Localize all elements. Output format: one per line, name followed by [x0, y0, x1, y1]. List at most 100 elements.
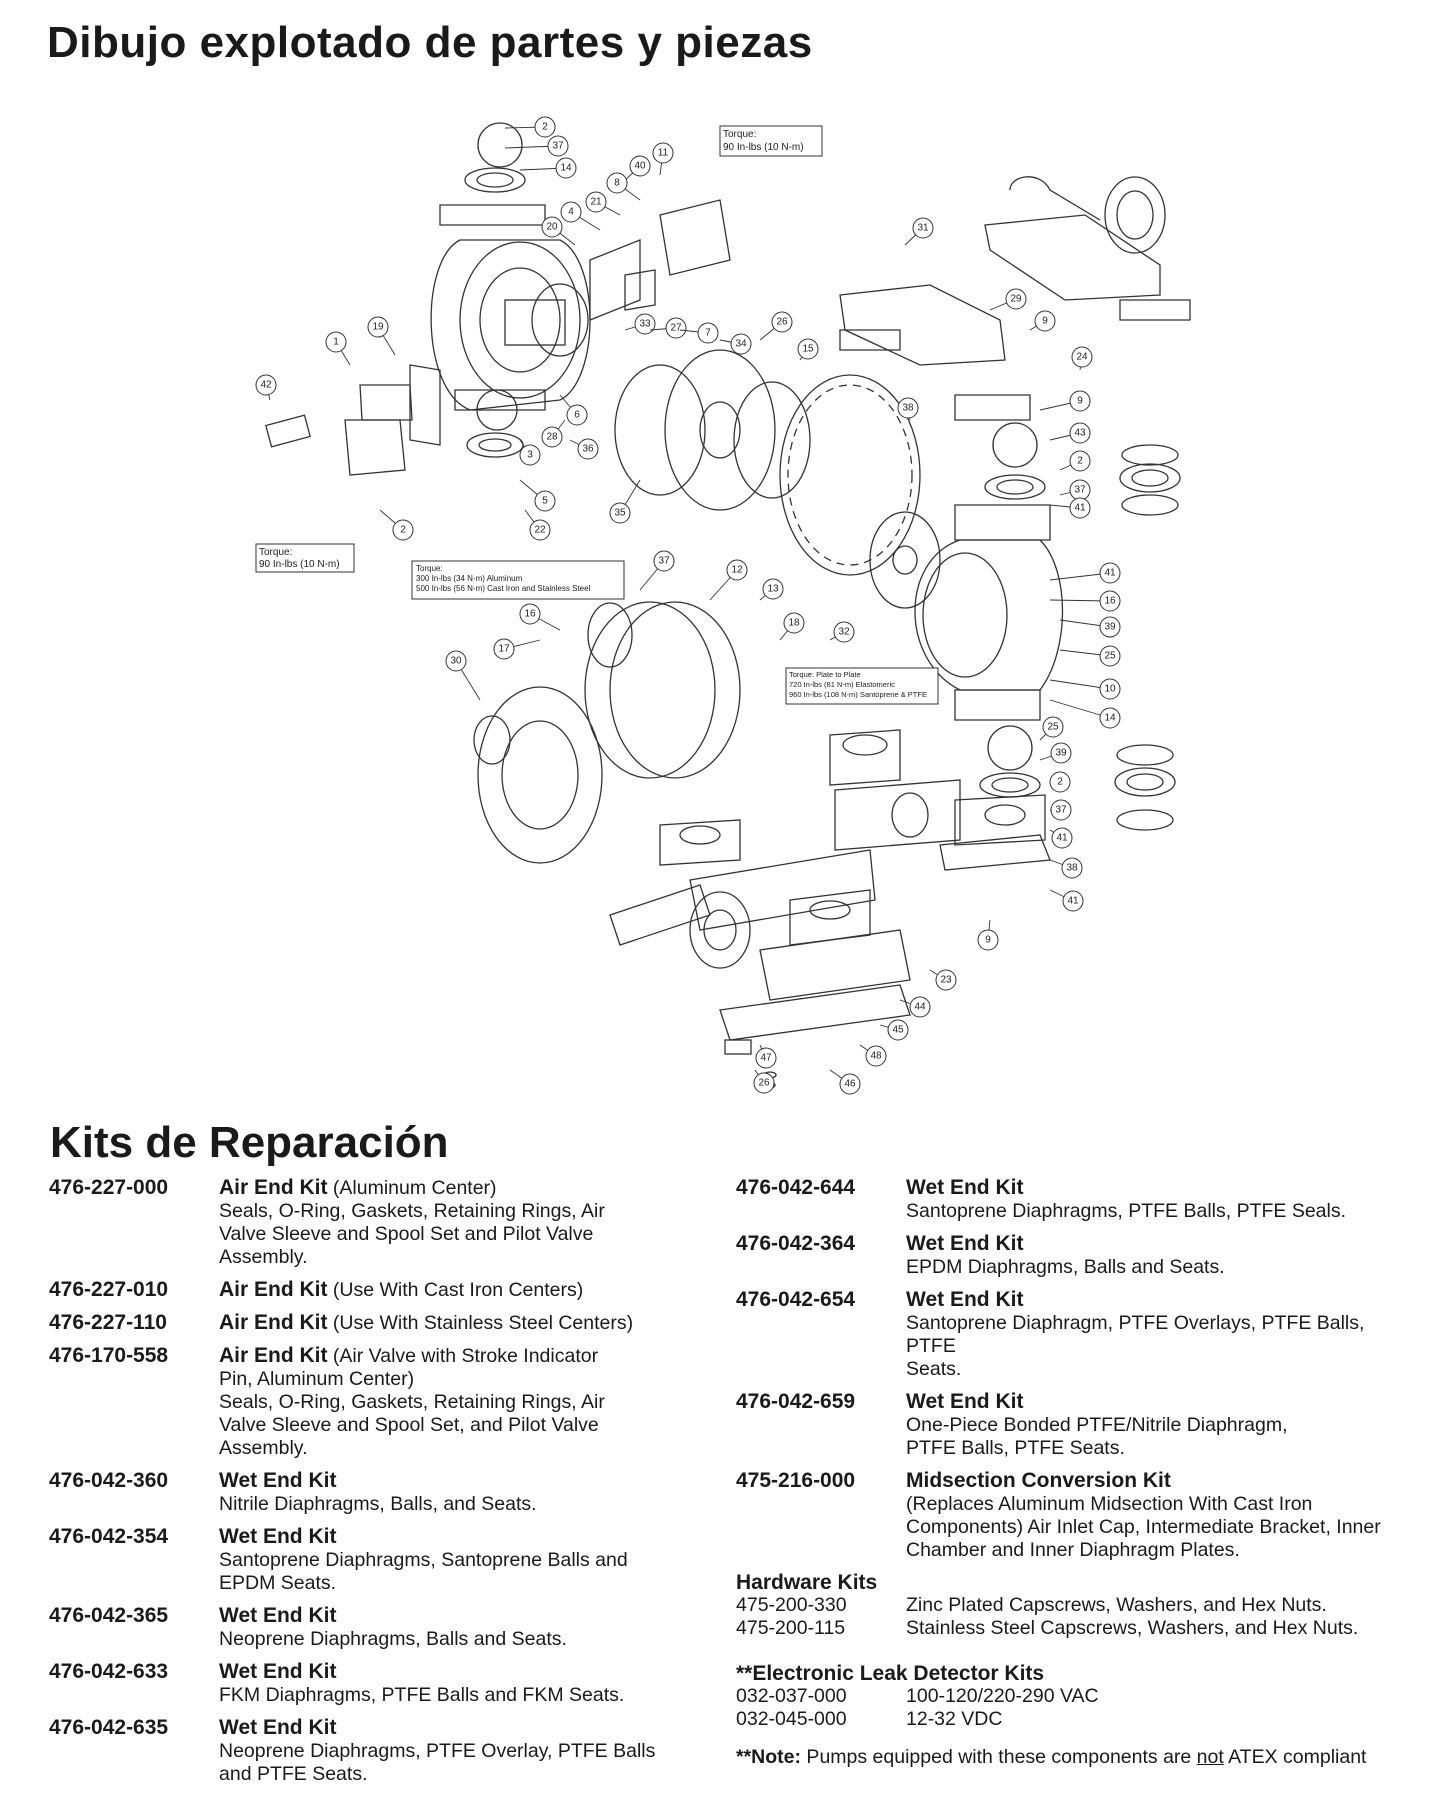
kit-name: Wet End Kit: [906, 1390, 1024, 1413]
callout-number: 16: [1104, 596, 1116, 607]
kit-part-number: 476-227-000: [49, 1176, 169, 1199]
callout-bubble: [585, 191, 607, 213]
callout-number: 4: [568, 207, 574, 218]
callout-bubble: [1061, 857, 1083, 879]
callout-bubble: [519, 444, 541, 466]
kit-name: Wet End Kit: [219, 1716, 337, 1739]
exploded-view-drawing: Torque: 90 In-lbs (10 N-m) Torque: 90 In…: [255, 116, 1191, 1095]
kit-description-line: One-Piece Bonded PTFE/Nitrile Diaphragm,: [906, 1414, 1288, 1436]
callout-bubble: [797, 338, 819, 360]
callout-number: 2: [1057, 777, 1063, 788]
callout-bubble: [534, 116, 556, 138]
callout-bubble: [534, 490, 556, 512]
kit-description-line: Chamber and Inner Diaphragm Plates.: [906, 1539, 1240, 1561]
callout-number: 35: [614, 508, 626, 519]
kit-description-line: Neoprene Diaphragms, Balls and Seats.: [219, 1628, 567, 1650]
kit-name: Air End Kit: [219, 1176, 328, 1199]
torque-box-3-line-1: Torque:: [416, 564, 443, 573]
kit-description-line: Neoprene Diaphragms, PTFE Overlay, PTFE …: [219, 1740, 656, 1762]
callout-number: 41: [1104, 568, 1116, 579]
callout-bubble: [1050, 799, 1072, 821]
kit-description-line: and PTFE Seats.: [219, 1763, 368, 1785]
callout-number: 48: [870, 1051, 882, 1062]
kit-description-line: EPDM Seats.: [219, 1572, 337, 1594]
kit-row-description: Stainless Steel Capscrews, Washers, and …: [906, 1617, 1359, 1639]
callout-number: 18: [788, 618, 800, 629]
callout-number: 26: [758, 1078, 770, 1089]
callout-bubble: [1071, 346, 1093, 368]
kit-heading: Air End Kit (Air Valve with Stroke Indic…: [219, 1344, 689, 1368]
callout-bubble: [1050, 742, 1072, 764]
callout-number: 16: [524, 609, 536, 620]
kit-part-number: 476-042-635: [49, 1716, 169, 1739]
kit-row-description: 100-120/220-290 VAC: [906, 1685, 1099, 1707]
callout-number: 24: [1076, 352, 1088, 363]
kit-description-line: EPDM Diaphragms, Balls and Seats.: [906, 1256, 1225, 1278]
note-text-before: Pumps equipped with these components are: [801, 1746, 1197, 1768]
torque-box-1-line-1: Torque:: [723, 129, 756, 140]
callout-bubble: [1099, 590, 1121, 612]
kit-description-line: Seats.: [906, 1358, 962, 1380]
callout-bubble: [1042, 716, 1064, 738]
kit-name: Air End Kit: [219, 1344, 328, 1367]
kit-name-suffix: (Aluminum Center): [327, 1177, 497, 1199]
callout-bubble: [634, 313, 656, 335]
callout-bubble: [547, 135, 569, 157]
callout-number: 6: [574, 410, 580, 421]
kit-name: Air End Kit: [219, 1278, 328, 1301]
kit-body: Air End Kit (Aluminum Center)Seals, O-Ri…: [219, 1176, 689, 1269]
callout-number: 1: [333, 337, 339, 348]
torque-box-1-line-2: 90 In-lbs (10 N-m): [723, 142, 804, 153]
drawing-lines: [265, 122, 1191, 1089]
kit-name: Wet End Kit: [906, 1288, 1024, 1311]
callout-number: 37: [1055, 805, 1067, 816]
leak-detector-section: **Electronic Leak Detector Kits 032-037-…: [736, 1662, 1416, 1731]
kit-heading: Wet End Kit: [219, 1716, 689, 1740]
callout-bubble: [1034, 310, 1056, 332]
callout-number: 11: [658, 148, 669, 159]
kit-body: Air End Kit (Air Valve with Stroke Indic…: [219, 1344, 689, 1460]
callout-bubble: [665, 317, 687, 339]
callout-bubble: [541, 426, 563, 448]
kit-description-line: Valve Sleeve and Spool Set and Pilot Val…: [219, 1223, 594, 1245]
kit-heading: Wet End Kit: [906, 1390, 1416, 1414]
torque-box-1: Torque: 90 In-lbs (10 N-m): [719, 125, 823, 157]
callout-bubble: [887, 1019, 909, 1041]
kit-name: Wet End Kit: [219, 1660, 337, 1683]
kit-part-number: 476-042-654: [736, 1288, 856, 1311]
kit-part-number: 476-042-644: [736, 1176, 856, 1199]
kit-description-line: Santoprene Diaphragm, PTFE Overlays, PTF…: [906, 1312, 1365, 1357]
kit-row-part-number: 475-200-115: [736, 1617, 846, 1639]
callout-bubble: [935, 969, 957, 991]
kit-row-part-number: 032-037-000: [736, 1685, 847, 1707]
torque-box-2: Torque: 90 In-lbs (10 N-m): [255, 543, 355, 573]
kit-row-description: 12-32 VDC: [906, 1708, 1003, 1730]
kit-description-line: Nitrile Diaphragms, Balls, and Seats.: [219, 1493, 537, 1515]
callout-bubble: [566, 404, 588, 426]
callout-number: 7: [705, 328, 711, 339]
callout-number: 2: [1077, 456, 1083, 467]
callout-number: 25: [1047, 722, 1059, 733]
kit-name: Wet End Kit: [219, 1525, 337, 1548]
callout-bubble: [783, 612, 805, 634]
kit-heading: Wet End Kit: [906, 1232, 1416, 1256]
callout-bubble: [1099, 707, 1121, 729]
kit-part-number: 476-042-360: [49, 1469, 169, 1492]
torque-box-2-line-1: Torque:: [259, 547, 292, 558]
kit-row-description: Zinc Plated Capscrews, Washers, and Hex …: [906, 1594, 1327, 1616]
callout-bubble: [1069, 450, 1091, 472]
torque-box-4-line-2: 720 In-lbs (81 N-m) Elastomeric: [789, 680, 895, 689]
